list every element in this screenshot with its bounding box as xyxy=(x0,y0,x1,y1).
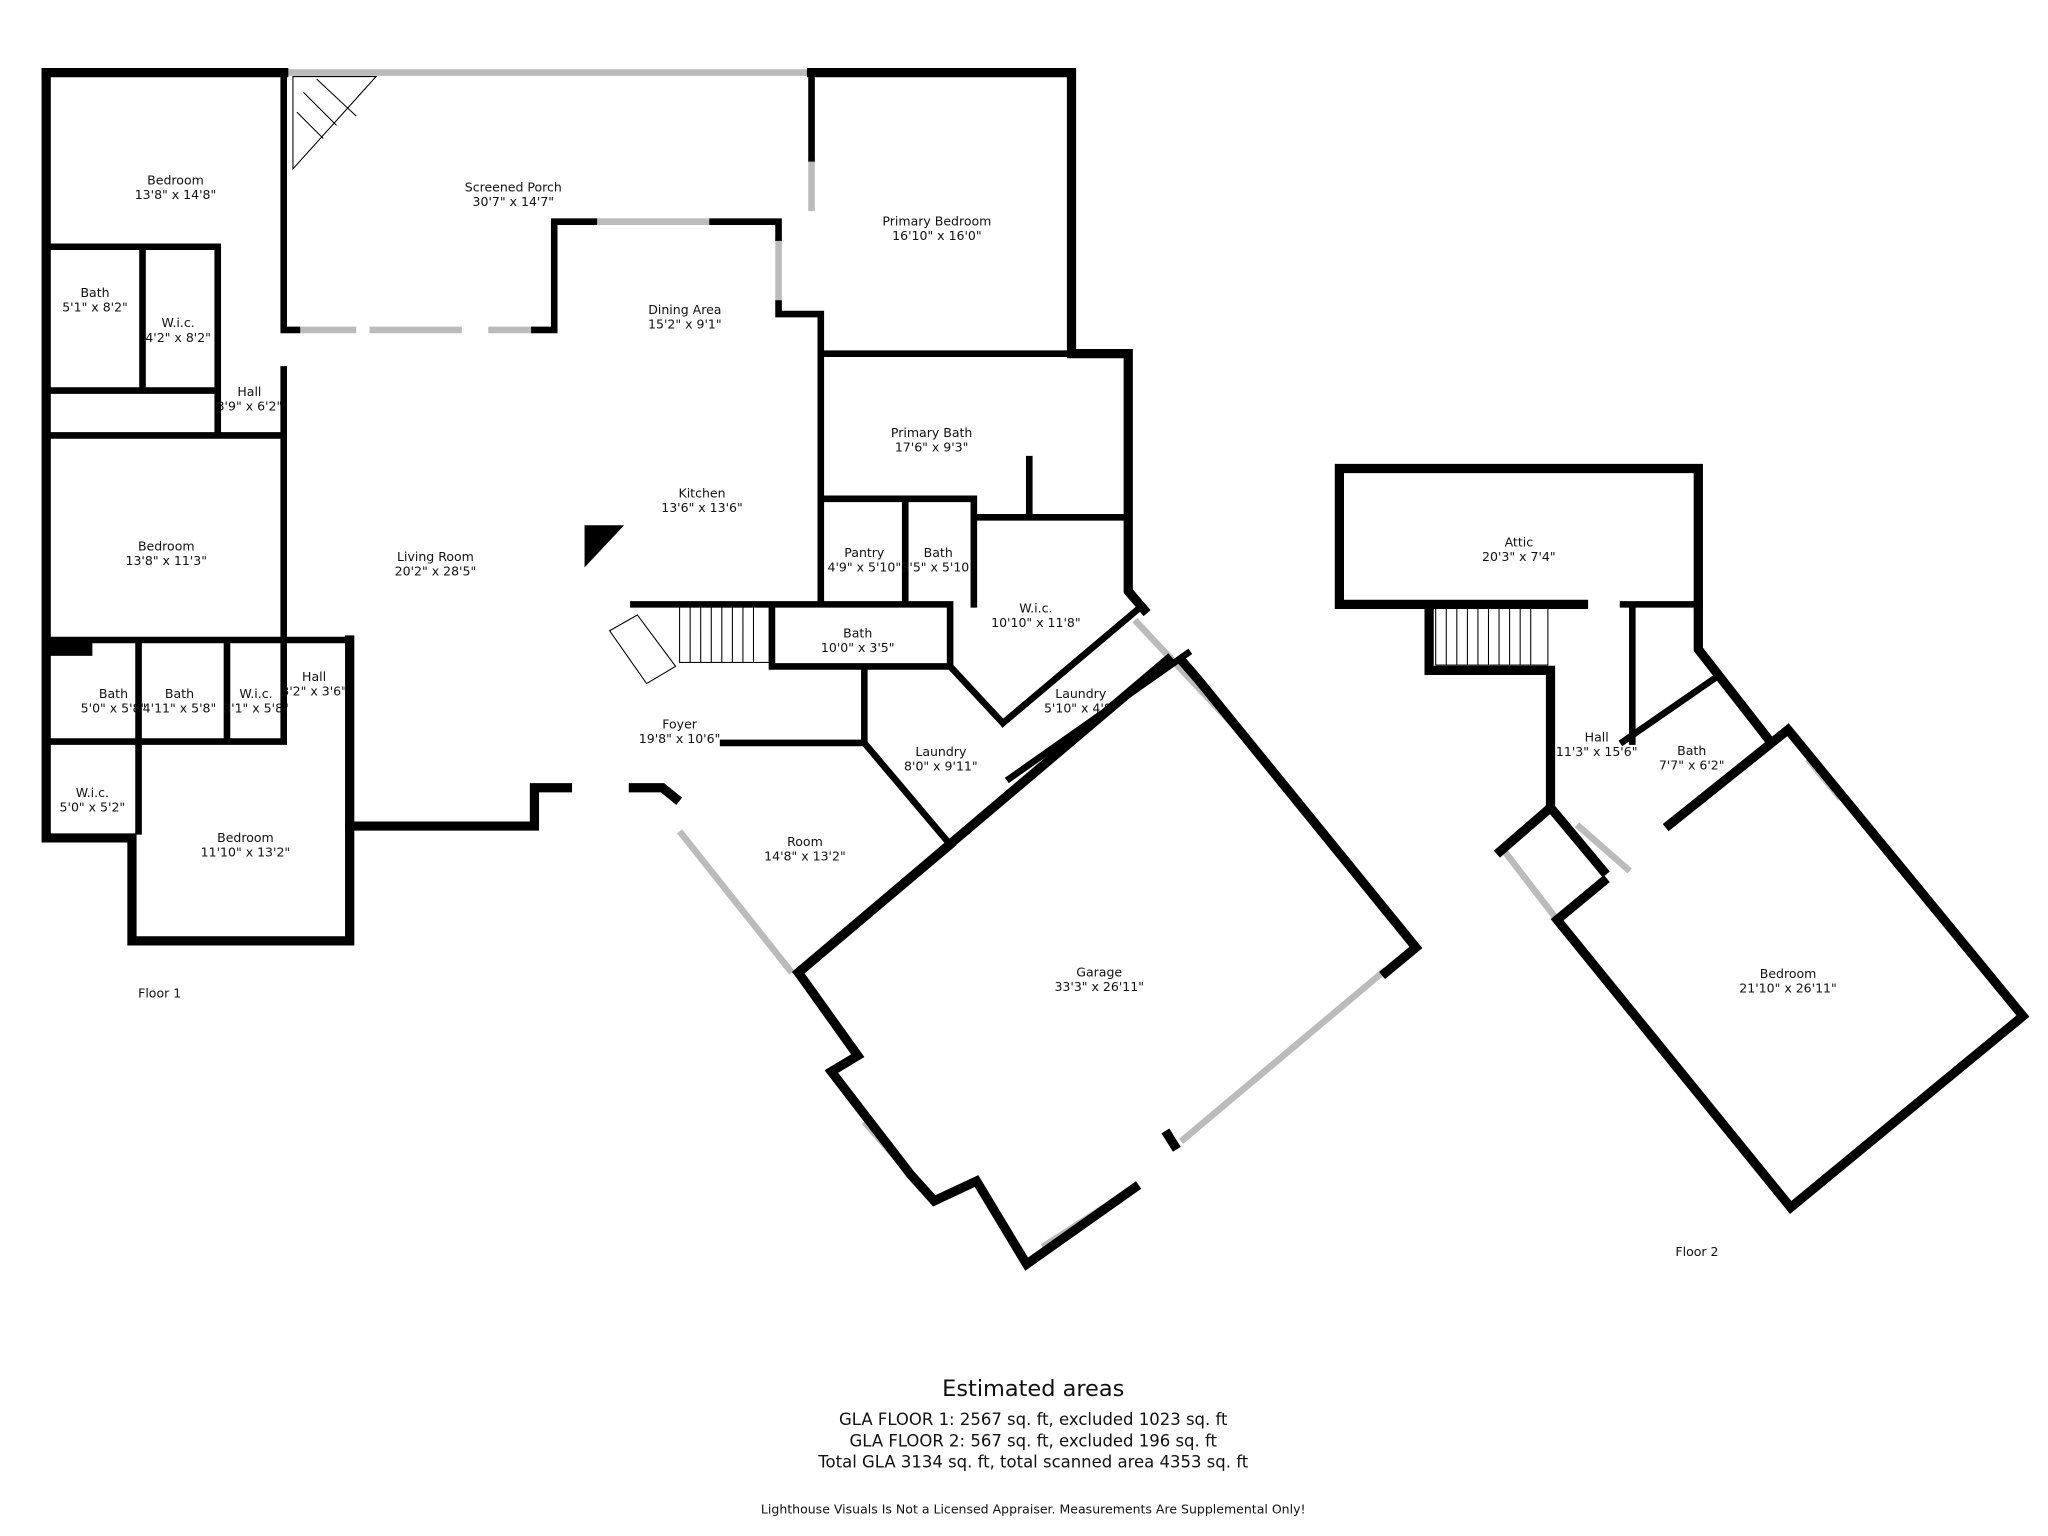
room-name: Garage xyxy=(1076,964,1122,979)
room-dimensions: 33'3" x 26'11" xyxy=(1054,979,1144,994)
room-name: W.i.c. xyxy=(76,785,109,800)
room-name: Bath xyxy=(99,686,128,701)
room-name: Hall xyxy=(302,669,326,684)
room-name: Bedroom xyxy=(1760,966,1817,981)
room-name: Laundry xyxy=(915,744,967,759)
room-dimensions: 3'5" x 5'10" xyxy=(901,559,975,574)
room-name: Primary Bedroom xyxy=(882,214,991,229)
room-name: Bath xyxy=(843,625,872,640)
room-name: Laundry xyxy=(1055,686,1107,701)
room-dimensions: 14'8" x 13'2" xyxy=(764,848,846,863)
room-dimensions: 20'3" x 7'4" xyxy=(1482,549,1556,564)
floor-1-label: Floor 1 xyxy=(138,986,181,1001)
disclaimer: Lighthouse Visuals Is Not a Licensed App… xyxy=(761,1502,1306,1517)
room-dimensions: 19'8" x 10'6" xyxy=(639,731,721,746)
estimated-areas-summary: Estimated areas GLA FLOOR 1: 2567 sq. ft… xyxy=(761,1376,1306,1516)
floor-2-walls xyxy=(1334,463,2030,1214)
room-name: Room xyxy=(787,834,823,849)
summary-title: Estimated areas xyxy=(942,1376,1124,1402)
fireplace-icon xyxy=(584,525,625,568)
room-dimensions: 10'0" x 3'5" xyxy=(821,640,895,655)
room-dimensions: 21'10" x 26'11" xyxy=(1739,980,1836,995)
room-dimensions: 8'0" x 9'11" xyxy=(904,759,978,774)
room-dimensions: 20'2" x 28'5" xyxy=(395,563,477,578)
room-name: Foyer xyxy=(662,716,698,731)
room-dimensions: 4'9" x 5'10" xyxy=(828,559,902,574)
floor-2-label: Floor 2 xyxy=(1675,1244,1718,1259)
room-name: W.i.c. xyxy=(239,686,272,701)
room-name: Dining Area xyxy=(648,302,721,317)
room-name: Bath xyxy=(924,545,953,560)
stairs-icon xyxy=(1435,606,1549,666)
room-dimensions: 11'3" x 15'6" xyxy=(1556,744,1638,759)
room-name: Bath xyxy=(165,686,194,701)
room-dimensions: 5'10" x 4'8" xyxy=(1044,701,1118,716)
room-dimensions: 30'7" x 14'7" xyxy=(473,194,555,209)
room-dimensions: 5'0" x 5'2" xyxy=(60,800,126,815)
room-name: Pantry xyxy=(844,545,885,560)
room-dimensions: 4'11" x 5'8" xyxy=(143,701,217,716)
room-dimensions: 3'2" x 3'6" xyxy=(281,683,347,698)
room-name: Bedroom xyxy=(138,538,195,553)
room-name: W.i.c. xyxy=(162,315,195,330)
summary-floor-2: GLA FLOOR 2: 567 sq. ft, excluded 196 sq… xyxy=(849,1431,1217,1450)
room-dimensions: 15'2" x 9'1" xyxy=(648,317,722,332)
room-dimensions: 13'8" x 14'8" xyxy=(135,187,217,202)
room-name: Hall xyxy=(237,384,261,399)
room-dimensions: 3'1" x 5'8" xyxy=(223,701,289,716)
room-dimensions: 10'10" x 11'8" xyxy=(991,615,1081,630)
room-dimensions: 4'2" x 8'2" xyxy=(145,330,211,345)
column-block xyxy=(46,640,93,656)
stairs-icon xyxy=(608,606,770,685)
room-name: Primary Bath xyxy=(891,425,972,440)
floor-1-walls xyxy=(41,67,1423,1271)
summary-floor-1: GLA FLOOR 1: 2567 sq. ft, excluded 1023 … xyxy=(839,1410,1228,1429)
room-name: W.i.c. xyxy=(1019,600,1052,615)
room-dimensions: 13'6" x 13'6" xyxy=(661,500,743,515)
room-name: Bath xyxy=(80,285,109,300)
room-dimensions: 16'10" x 16'0" xyxy=(892,228,982,243)
room-name: Hall xyxy=(1585,730,1609,745)
room-name: Living Room xyxy=(397,549,474,564)
room-dimensions: 5'0" x 5'8" xyxy=(81,701,147,716)
room-dimensions: 7'7" x 6'2" xyxy=(1659,757,1725,772)
room-dimensions: 13'8" x 11'3" xyxy=(125,553,207,568)
room-name: Kitchen xyxy=(678,485,725,500)
summary-total: Total GLA 3134 sq. ft, total scanned are… xyxy=(817,1452,1248,1471)
room-dimensions: 11'10" x 13'2" xyxy=(201,844,291,859)
room-name: Attic xyxy=(1505,534,1534,549)
room-name: Bedroom xyxy=(147,173,204,188)
room-name: Bath xyxy=(1677,743,1706,758)
room-dimensions: 3'9" x 6'2" xyxy=(217,398,283,413)
room-name: Bedroom xyxy=(217,830,274,845)
room-name: Screened Porch xyxy=(465,179,562,194)
room-dimensions: 17'6" x 9'3" xyxy=(895,439,969,454)
room-dimensions: 5'1" x 8'2" xyxy=(62,299,128,314)
